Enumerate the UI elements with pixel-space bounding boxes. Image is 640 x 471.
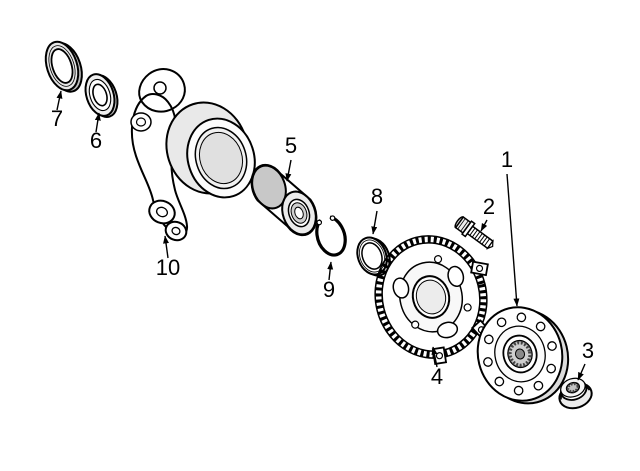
callout-4: 4 [431, 346, 443, 389]
snap-ring-9 [315, 215, 347, 257]
callout-10-arrow [163, 235, 169, 259]
callout-10-label: 10 [156, 255, 180, 280]
callout-2: 2 [480, 194, 495, 232]
seal-6 [84, 73, 119, 118]
callout-2-arrow [480, 219, 488, 232]
callout-6-arrow [94, 112, 101, 133]
callout-4-label: 4 [431, 364, 443, 389]
bolt-2 [454, 216, 494, 250]
callout-6-label: 6 [90, 128, 102, 153]
callout-5-arrow [285, 159, 292, 182]
hub-1 [476, 306, 570, 405]
callout-8-label: 8 [371, 184, 383, 209]
ring-7 [44, 40, 83, 93]
callout-9-arrow [327, 261, 334, 281]
callout-6: 6 [90, 112, 102, 153]
bearing-5 [250, 163, 318, 237]
callout-4-arrow [431, 346, 438, 368]
callout-5: 5 [285, 133, 297, 182]
callout-8-arrow [371, 210, 378, 235]
callout-7-label: 7 [51, 106, 63, 131]
callout-3-label: 3 [582, 338, 594, 363]
callout-1-label: 1 [501, 147, 513, 172]
callout-1-arrow [506, 173, 520, 307]
callout-8: 8 [371, 184, 383, 235]
callout-9: 9 [323, 261, 335, 302]
callout-7: 7 [51, 90, 63, 131]
callout-3: 3 [577, 338, 594, 381]
callout-10: 10 [156, 235, 180, 280]
callout-9-label: 9 [323, 277, 335, 302]
callout-5-label: 5 [285, 133, 297, 158]
callout-2-label: 2 [483, 194, 495, 219]
callout-7-arrow [56, 90, 63, 111]
callout-3-arrow [577, 363, 586, 381]
knuckle-10 [130, 68, 256, 242]
callout-1: 1 [501, 147, 520, 307]
nut-3 [558, 377, 593, 410]
